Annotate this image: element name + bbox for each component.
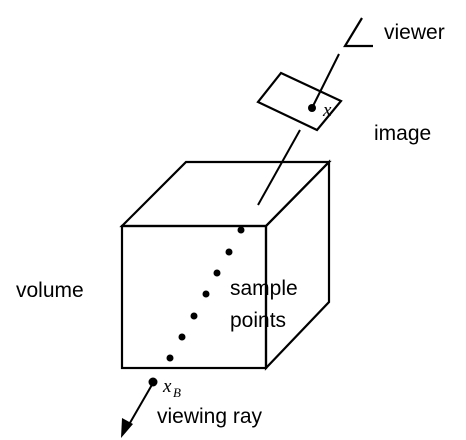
- exit-point-xb-label: x: [162, 376, 172, 397]
- viewing-ray-label: viewing ray: [157, 405, 263, 428]
- sample-point: [213, 269, 221, 277]
- sample-points: [166, 226, 245, 362]
- viewer-eye-icon: [343, 17, 373, 48]
- sample-point: [166, 354, 174, 362]
- exit-point-xb-subscript: B: [173, 385, 181, 400]
- sample-point: [178, 333, 186, 341]
- sample-points-label-line2: points: [230, 309, 286, 332]
- sample-point: [225, 248, 233, 256]
- cube-front-face: [120, 224, 268, 370]
- image-point-x: [308, 104, 316, 112]
- cube-right-face: [264, 159, 331, 371]
- exit-point-xb: [148, 377, 158, 387]
- ray-segment-viewer-to-image: [312, 53, 340, 107]
- image-point-x-label: x: [322, 100, 332, 121]
- ray-segment-image-to-volume: [257, 129, 301, 206]
- viewing-ray-arrowhead: [121, 418, 133, 438]
- ray-segment-exit: [126, 382, 154, 429]
- sample-point: [237, 226, 245, 234]
- volume-label: volume: [16, 279, 84, 302]
- sample-point: [202, 290, 210, 298]
- sample-points-label-line1: sample: [230, 277, 298, 300]
- image-label: image: [374, 122, 431, 145]
- volume-cube: [119, 159, 332, 371]
- viewer-label: viewer: [384, 21, 445, 44]
- sample-point: [190, 312, 198, 320]
